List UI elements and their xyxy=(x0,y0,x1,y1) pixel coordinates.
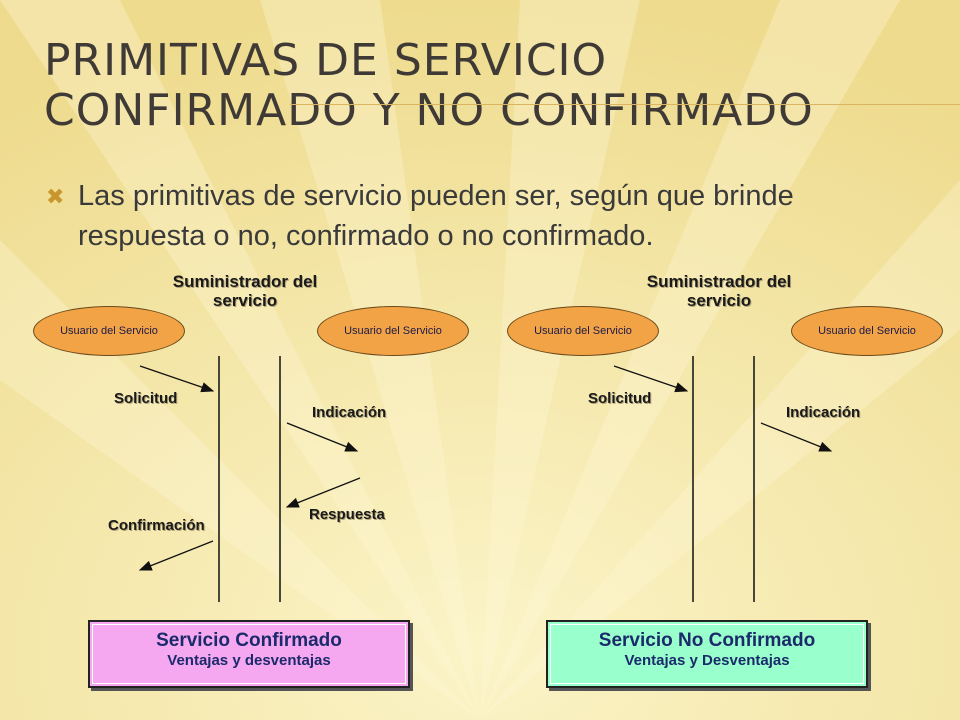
confirmado-box-subtitle: Ventajas y desventajas xyxy=(167,652,331,669)
arrow-indicacion-2 xyxy=(760,422,833,452)
provider-label-confirmado: Suministrador del servicio xyxy=(172,272,318,310)
no-confirmado-box: Servicio No Confirmado Ventajas y Desven… xyxy=(546,620,868,688)
arrow-solicitud xyxy=(139,365,215,393)
no-confirmado-box-title: Servicio No Confirmado xyxy=(598,630,816,651)
arrow-confirmacion xyxy=(138,540,214,571)
title-underline xyxy=(290,104,960,105)
user-left-ellipse-no-confirmado: Usuario del Servicio xyxy=(507,306,659,356)
label-indicacion: Indicación xyxy=(312,404,387,421)
arrow-solicitud-2 xyxy=(613,365,689,393)
user-right-label: Usuario del Servicio xyxy=(344,325,442,337)
arrow-respuesta xyxy=(285,477,361,508)
bullet-item: ✖ Las primitivas de servicio pueden ser,… xyxy=(46,176,906,256)
label-confirmacion: Confirmación xyxy=(108,517,205,534)
label-solicitud: Solicitud xyxy=(114,390,178,407)
no-confirmado-box-subtitle: Ventajas y Desventajas xyxy=(624,652,790,669)
label-indicacion-2: Indicación xyxy=(786,404,861,421)
confirmado-box: Servicio Confirmado Ventajas y desventaj… xyxy=(88,620,410,688)
arrow-indicacion xyxy=(286,422,359,452)
confirmado-box-title: Servicio Confirmado xyxy=(156,630,342,651)
slide-title: PRIMITIVAS DE SERVICIO CONFIRMADO Y NO C… xyxy=(44,35,814,136)
label-solicitud-2: Solicitud xyxy=(588,390,652,407)
user-left-ellipse-confirmado: Usuario del Servicio xyxy=(33,306,185,356)
user-left-label: Usuario del Servicio xyxy=(60,325,158,337)
bullet-text: Las primitivas de servicio pueden ser, s… xyxy=(78,180,794,252)
bullet-x-icon: ✖ xyxy=(46,184,65,209)
provider-label-no-confirmado: Suministrador del servicio xyxy=(646,272,792,310)
user-right-ellipse-confirmado: Usuario del Servicio xyxy=(317,306,469,356)
user-left-label-2: Usuario del Servicio xyxy=(534,325,632,337)
user-right-label-2: Usuario del Servicio xyxy=(818,325,916,337)
user-right-ellipse-no-confirmado: Usuario del Servicio xyxy=(791,306,943,356)
label-respuesta: Respuesta xyxy=(309,506,385,523)
